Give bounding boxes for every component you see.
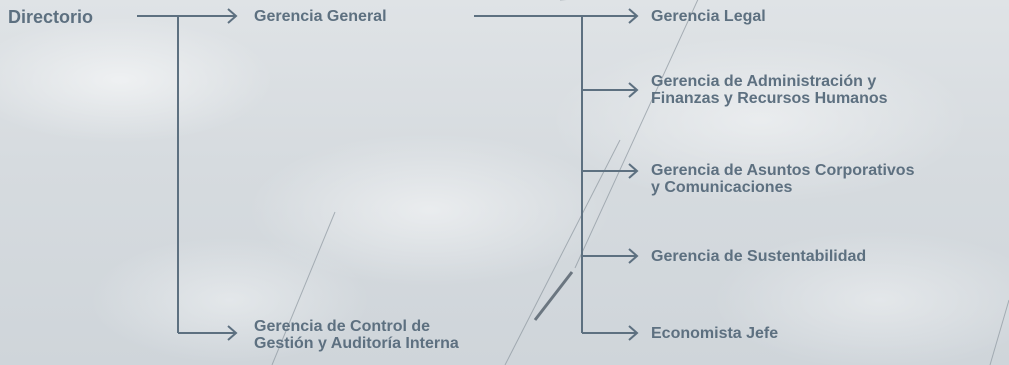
node-gerencia-general: Gerencia General [254, 8, 387, 25]
node-gerencia-legal: Gerencia Legal [651, 8, 766, 25]
arrowhead-general [227, 8, 238, 24]
arrowhead-economista [628, 325, 639, 341]
arrowhead-asuntos [628, 163, 639, 179]
node-gerencia-administracion: Gerencia de Administración y Finanzas y … [651, 73, 888, 107]
arrowhead-legal [628, 8, 639, 24]
arrowhead-administracion [628, 82, 639, 98]
power-lines [271, 0, 1009, 365]
node-gerencia-sustentabilidad: Gerencia de Sustentabilidad [651, 248, 867, 265]
node-economista-jefe: Economista Jefe [651, 325, 779, 342]
node-gerencia-asuntos: Gerencia de Asuntos Corporativos y Comun… [651, 162, 915, 196]
arrowhead-sustentabilidad [628, 248, 639, 264]
arrowhead-control [227, 325, 238, 341]
node-directorio: Directorio [8, 7, 94, 27]
node-gerencia-control: Gerencia de Control de Gestión y Auditor… [254, 318, 459, 352]
insulator [533, 271, 574, 321]
